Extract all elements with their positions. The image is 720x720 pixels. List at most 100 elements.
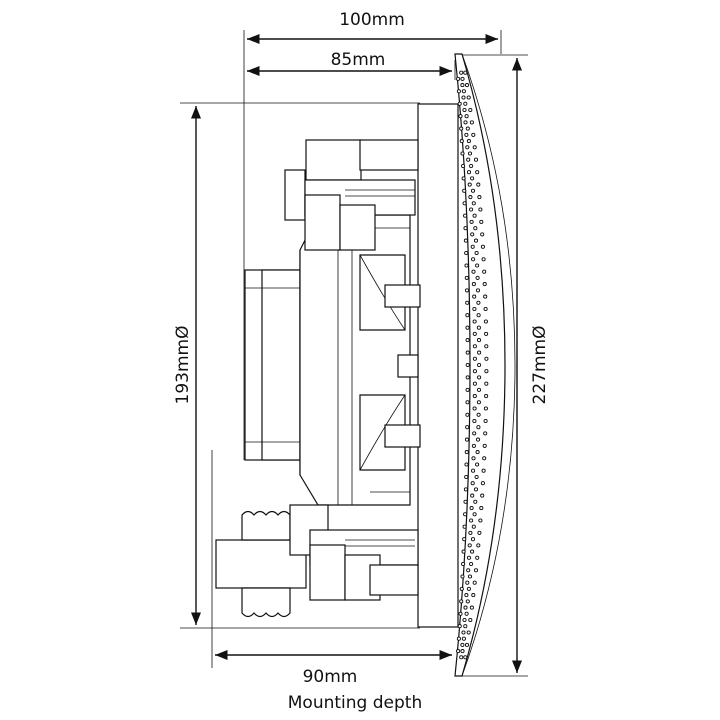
grille-hole bbox=[463, 499, 468, 504]
grille-hole bbox=[469, 506, 474, 511]
grille-hole bbox=[468, 107, 473, 113]
grille-hole bbox=[465, 425, 470, 430]
grille-hole bbox=[473, 499, 478, 504]
grille-hole bbox=[471, 257, 476, 262]
grille-hole bbox=[476, 313, 481, 318]
grille-hole bbox=[466, 555, 472, 560]
grille-hole bbox=[463, 487, 468, 492]
grille-hole bbox=[471, 132, 476, 137]
grille-hole bbox=[469, 605, 474, 610]
grille-hole bbox=[482, 269, 487, 274]
grille-hole bbox=[472, 344, 477, 349]
grille-hole bbox=[458, 611, 463, 616]
grille-hole bbox=[464, 437, 470, 442]
grille-hole bbox=[471, 524, 476, 529]
grille-hole bbox=[472, 431, 477, 436]
grille-hole bbox=[472, 580, 477, 585]
grille-hole bbox=[460, 83, 465, 88]
grille-hole bbox=[459, 586, 464, 591]
grille-hole bbox=[471, 443, 476, 448]
grille-diameter-label: 227mmØ bbox=[530, 326, 550, 405]
grille-hole bbox=[462, 107, 467, 113]
grille-hole bbox=[464, 642, 470, 647]
grille-hole bbox=[470, 188, 476, 193]
grille-hole bbox=[475, 170, 480, 175]
grille-hole bbox=[456, 89, 461, 94]
grille-hole bbox=[483, 406, 488, 411]
grille-hole bbox=[469, 163, 474, 169]
grille-hole bbox=[475, 555, 480, 560]
grille-hole bbox=[470, 481, 475, 486]
grille-hole bbox=[465, 412, 470, 417]
grille-hole bbox=[462, 201, 467, 206]
grille-hole bbox=[461, 561, 466, 567]
grille-hole bbox=[463, 624, 468, 629]
grille-hole bbox=[462, 617, 467, 623]
grille-hole bbox=[461, 636, 466, 641]
grille-hole bbox=[483, 306, 488, 312]
dim-grille-diameter: 227mmØ bbox=[462, 54, 550, 677]
grille-hole bbox=[473, 487, 479, 492]
grille-hole bbox=[474, 474, 479, 480]
cone-lower bbox=[359, 394, 406, 471]
grille-hole bbox=[465, 375, 470, 380]
grille-hole bbox=[465, 400, 470, 405]
grille-hole bbox=[470, 493, 475, 498]
grille-hole bbox=[468, 195, 473, 200]
grille-hole bbox=[457, 624, 462, 629]
dim-cutout-diameter: 193mmØ bbox=[173, 102, 420, 629]
grille-hole bbox=[476, 543, 481, 548]
grille-hole bbox=[464, 114, 469, 119]
grille-hole bbox=[483, 431, 488, 436]
baffle-plate bbox=[417, 103, 459, 628]
grille-hole bbox=[465, 387, 470, 392]
grille-hole bbox=[470, 537, 476, 542]
dim-body-width: 85mm bbox=[247, 50, 456, 80]
grille-hole bbox=[459, 599, 464, 604]
grille-hole bbox=[479, 506, 484, 511]
grille-hole bbox=[471, 456, 476, 461]
grille-hole bbox=[476, 400, 481, 405]
grille-hole bbox=[465, 580, 470, 585]
speaker-side-view bbox=[215, 53, 516, 677]
grille-hole bbox=[460, 76, 465, 81]
grille-hole bbox=[466, 157, 471, 162]
grille-hole bbox=[460, 151, 465, 156]
grille-hole bbox=[465, 599, 470, 604]
grille-hole bbox=[466, 95, 471, 100]
grille-hole bbox=[476, 300, 481, 305]
grille-hole bbox=[459, 70, 464, 75]
grille-hole bbox=[480, 232, 485, 237]
grille-hole bbox=[469, 207, 474, 212]
grille-hole bbox=[470, 244, 475, 249]
grille-hole bbox=[464, 275, 469, 280]
grille-hole bbox=[468, 617, 473, 623]
grille-hole bbox=[465, 145, 470, 150]
grille-hole bbox=[482, 443, 487, 448]
grille-hole bbox=[472, 356, 477, 361]
grille-hole bbox=[470, 176, 475, 181]
grille-hole bbox=[476, 338, 482, 343]
grille-hole bbox=[461, 549, 466, 554]
grille-hole bbox=[475, 288, 481, 293]
grille-hole bbox=[476, 425, 481, 430]
grille-hole bbox=[456, 636, 461, 641]
grille-hole bbox=[464, 450, 469, 455]
grille-hole bbox=[458, 114, 463, 119]
grille-hole bbox=[460, 574, 465, 579]
dim-mounting-depth: 90mm Mounting depth bbox=[211, 450, 452, 713]
grille-hole bbox=[475, 462, 480, 467]
grille-hole bbox=[477, 375, 482, 380]
grille-hole bbox=[456, 649, 461, 654]
grille-hole bbox=[472, 145, 477, 150]
grille-hole bbox=[472, 512, 477, 517]
mounting-depth-caption: Mounting depth bbox=[288, 693, 422, 713]
grille-hole bbox=[471, 468, 476, 473]
grille-hole bbox=[476, 412, 481, 417]
grille-hole bbox=[473, 238, 479, 243]
grille-hole bbox=[461, 89, 466, 94]
grille-hole bbox=[477, 195, 482, 200]
grille-hole bbox=[463, 512, 468, 517]
